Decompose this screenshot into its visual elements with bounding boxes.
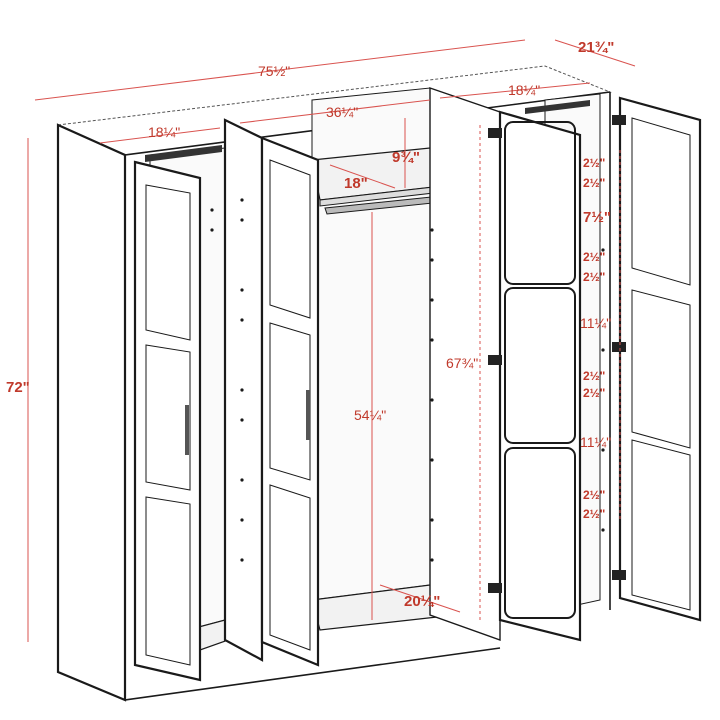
door-right xyxy=(612,96,702,622)
door-gap-label: 2½" xyxy=(583,156,605,170)
door-gap-labels: 2½" 2½" 7½" 2½" 2½" 11¼" 2½" 2½" 11¼" 2½… xyxy=(580,156,611,521)
door-gap-label: 11¼" xyxy=(580,434,611,450)
hinge-icon xyxy=(612,570,626,580)
door-gap-label: 2½" xyxy=(583,270,605,284)
door-handle-icon xyxy=(185,405,189,455)
hanging-height-label: 54¼" xyxy=(354,407,386,423)
hinge-icon xyxy=(612,115,626,125)
door-gap-label: 2½" xyxy=(583,369,605,383)
door-gap-label: 11¼" xyxy=(580,315,611,331)
depth-label: 21¾" xyxy=(578,39,614,56)
door-gap-label: 2½" xyxy=(583,488,605,502)
height-label: 72" xyxy=(6,379,30,396)
door-gap-label: 2½" xyxy=(583,507,605,521)
right-inner-width-label: 18¼" xyxy=(508,82,540,98)
hinge-icon xyxy=(488,355,502,365)
door-handle-icon xyxy=(306,390,310,440)
door-left xyxy=(133,160,202,682)
door-gap-label: 2½" xyxy=(583,386,605,400)
total-width-label: 75½" xyxy=(258,63,290,79)
shelf-clearance-label: 9¾" xyxy=(392,149,420,166)
shelf-pin-holes xyxy=(210,198,605,562)
door-center-right xyxy=(488,110,582,642)
floor-depth-label: 20¼" xyxy=(404,593,440,610)
hinge-icon xyxy=(488,128,502,138)
door-gap-label: 2½" xyxy=(583,176,605,190)
interior-height-label: 67¾" xyxy=(446,355,478,371)
hinge-icon xyxy=(488,583,502,593)
shelf-depth-label: 18" xyxy=(344,175,368,192)
door-center-left xyxy=(260,136,320,667)
door-gap-label: 7½" xyxy=(583,209,611,226)
center-inner-width-label: 36¼" xyxy=(326,104,358,120)
left-inner-width-label: 18¼" xyxy=(148,124,180,140)
door-gap-label: 2½" xyxy=(583,250,605,264)
dimension-lines xyxy=(27,39,636,642)
hinge-icon xyxy=(612,342,626,352)
